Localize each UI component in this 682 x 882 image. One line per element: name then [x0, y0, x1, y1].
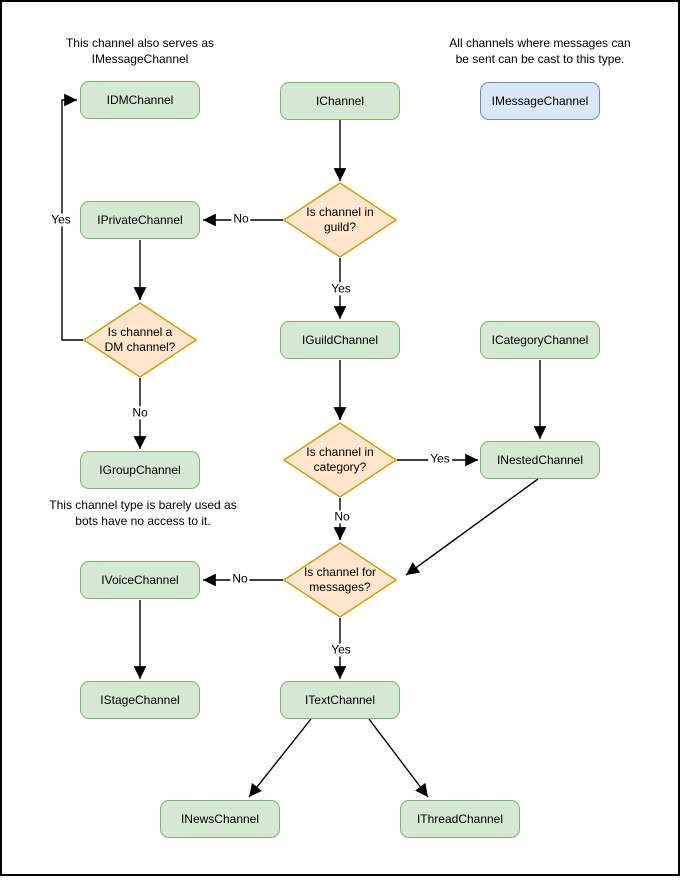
- node-ichannel: IChannel: [280, 82, 400, 120]
- decision-is-channel-in-guild: Is channel in guild?: [283, 182, 397, 258]
- decision-is-channel-in-category: Is channel in category?: [283, 422, 397, 498]
- node-igroupchannel: IGroupChannel: [80, 451, 200, 489]
- diamond-shape: [283, 422, 397, 498]
- decision-label: Is channel a DM channel?: [104, 325, 176, 354]
- edge-label-no-dm-to-groupchannel: No: [130, 405, 150, 420]
- node-imessagechannel: IMessageChannel: [480, 82, 600, 120]
- annotation-dm-serves-as-message-channel: This channel also serves as IMessageChan…: [65, 36, 215, 66]
- annotation-message-channel-cast: All channels where messages can be sent …: [449, 36, 631, 66]
- decision-is-channel-for-messages: Is channel for messages?: [283, 542, 397, 618]
- edge-label-no-category-to-messages: No: [332, 509, 352, 524]
- edge-label-no-guild-to-private: No: [231, 211, 251, 226]
- decision-label: Is channel in category?: [306, 445, 374, 474]
- edge-label-yes-guild-to-guildchannel: Yes: [329, 281, 353, 296]
- node-ivoicechannel: IVoiceChannel: [80, 561, 200, 599]
- node-iprivatechannel: IPrivateChannel: [80, 201, 200, 239]
- node-idmchannel: IDMChannel: [80, 81, 200, 119]
- node-istagechannel: IStageChannel: [80, 681, 200, 719]
- edge-label-yes-messages-to-text: Yes: [329, 642, 353, 657]
- edge-label-no-messages-to-voice: No: [230, 571, 250, 586]
- decision-label: Is channel for messages?: [303, 565, 377, 594]
- edge-label-yes-category-to-nested: Yes: [428, 451, 452, 466]
- node-icategorychannel: ICategoryChannel: [480, 321, 600, 359]
- node-inewschannel: INewsChannel: [160, 800, 280, 838]
- node-itextchannel: ITextChannel: [280, 681, 400, 719]
- decision-label: Is channel in guild?: [306, 205, 374, 234]
- diamond-shape: [283, 542, 397, 618]
- annotation-group-channel-barely-used: This channel type is barely used as bots…: [49, 498, 237, 528]
- diamond-shape: [83, 302, 197, 378]
- node-inestedchannel: INestedChannel: [480, 441, 600, 479]
- decision-is-channel-a-dm-channel: Is channel a DM channel?: [83, 302, 197, 378]
- edge-label-yes-dm-to-dmchannel: Yes: [49, 212, 73, 227]
- node-ithreadchannel: IThreadChannel: [400, 800, 520, 838]
- node-iguildchannel: IGuildChannel: [280, 321, 400, 359]
- diamond-shape: [283, 182, 397, 258]
